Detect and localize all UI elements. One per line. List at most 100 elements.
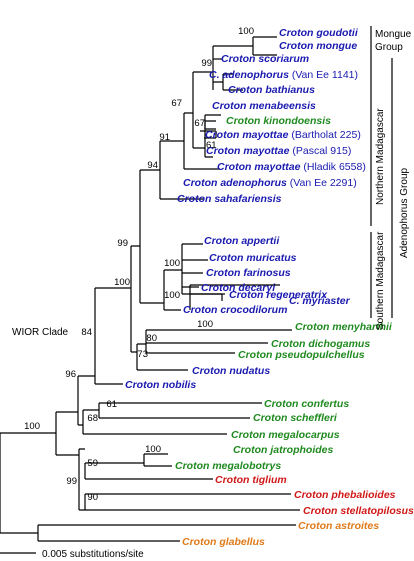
taxon-label: Croton tiglium bbox=[215, 474, 287, 486]
taxon-genus: Croton bbox=[298, 520, 332, 532]
taxon-label: Croton megalobotrys bbox=[175, 460, 281, 472]
taxon-species: confertus bbox=[298, 398, 349, 410]
taxon-label: Croton scoriarum bbox=[221, 53, 309, 65]
taxon-label: C. adenophorus (Van Ee 1141) bbox=[209, 69, 358, 81]
taxon-species: menabeensis bbox=[246, 100, 316, 112]
support-value: 59 bbox=[87, 458, 98, 469]
taxon-label: Croton mayottae (Pascal 915) bbox=[206, 145, 351, 157]
taxon-species: glabellus bbox=[216, 536, 265, 548]
taxon-species: appertii bbox=[238, 235, 280, 247]
taxon-genus: Croton bbox=[215, 474, 249, 486]
taxon-genus: Croton bbox=[206, 145, 240, 157]
tree-branches bbox=[0, 36, 300, 554]
taxon-genus: Croton bbox=[212, 100, 246, 112]
taxon-species: kinondoensis bbox=[260, 115, 331, 127]
taxon-species: nobilis bbox=[159, 379, 196, 391]
taxon-genus: Croton bbox=[221, 53, 255, 65]
taxon-species: dichogamus bbox=[305, 338, 370, 350]
support-value: 100 bbox=[114, 277, 130, 288]
taxon-genus: Croton bbox=[177, 193, 211, 205]
taxon-species: pseudopulchellus bbox=[272, 349, 364, 361]
taxon-genus: Croton bbox=[228, 84, 262, 96]
taxon-genus: Croton bbox=[183, 177, 217, 189]
mongue-group-label: Mongue bbox=[375, 29, 412, 40]
taxon-species: jatrophoides bbox=[267, 444, 333, 456]
taxon-genus: Croton bbox=[125, 379, 159, 391]
support-value: 100 bbox=[24, 421, 40, 432]
taxon-label: Croton farinosus bbox=[206, 267, 291, 279]
northern-madagascar-label: Northern Madagascar bbox=[375, 108, 386, 205]
taxon-species: sahafariensis bbox=[211, 193, 281, 205]
taxon-species: muricatus bbox=[243, 252, 296, 264]
taxon-genus: C. bbox=[209, 69, 220, 81]
taxon-label: Croton crocodilorum bbox=[183, 304, 287, 316]
taxon-genus: Croton bbox=[209, 252, 243, 264]
clade-label: WIOR Clade bbox=[12, 327, 69, 338]
taxon-genus: Croton bbox=[303, 505, 337, 517]
taxon-genus: Croton bbox=[226, 115, 260, 127]
taxon-voucher: (Van Ee 2291) bbox=[287, 177, 357, 189]
taxon-voucher: (Van Ee 1141) bbox=[289, 69, 358, 81]
support-value: 67 bbox=[171, 98, 182, 109]
taxon-label: Croton dichogamus bbox=[271, 338, 370, 350]
taxon-label: Croton astroites bbox=[298, 520, 379, 532]
taxon-label: Croton menabeensis bbox=[212, 100, 316, 112]
taxon-label: Croton menyharthii bbox=[295, 321, 393, 333]
group-brackets bbox=[370, 26, 393, 318]
taxon-species: bathianus bbox=[262, 84, 315, 96]
southern-madagascar-label: Southern Madagascar bbox=[375, 231, 386, 330]
taxon-label: Croton muricatus bbox=[209, 252, 297, 264]
taxon-species: nudatus bbox=[226, 365, 270, 377]
taxon-label: C. myriaster bbox=[289, 295, 351, 307]
support-value: 99 bbox=[117, 238, 128, 249]
support-value: 100 bbox=[145, 444, 161, 455]
taxon-genus: Croton bbox=[264, 398, 298, 410]
taxon-species: megalobotrys bbox=[209, 460, 281, 472]
support-value: 99 bbox=[201, 58, 212, 69]
taxon-label: Croton nobilis bbox=[125, 379, 196, 391]
support-value: 90 bbox=[87, 492, 98, 503]
support-value: 84 bbox=[81, 327, 92, 338]
taxon-label: Croton scheffleri bbox=[253, 412, 338, 424]
support-value: 96 bbox=[65, 369, 76, 380]
taxon-label: Croton jatrophoides bbox=[233, 444, 334, 456]
support-value: 61 bbox=[206, 140, 217, 151]
taxon-species: mayottae bbox=[240, 145, 289, 157]
taxon-label: Croton phebalioides bbox=[294, 489, 396, 501]
taxon-label: Croton mayottae (Hladik 6558) bbox=[217, 161, 366, 173]
taxon-genus: Croton bbox=[253, 412, 287, 424]
taxon-genus: Croton bbox=[233, 444, 267, 456]
support-values: 100 99 67 67 61 91 94 99 100 100 100 80 … bbox=[24, 26, 254, 503]
taxon-species: phebalioides bbox=[328, 489, 395, 501]
taxon-genus: Croton bbox=[205, 129, 239, 141]
taxon-label: Croton adenophorus (Van Ee 2291) bbox=[183, 177, 357, 189]
taxon-species: goudotii bbox=[313, 27, 358, 39]
taxon-species: adenophorus bbox=[217, 177, 287, 189]
taxon-voucher: (Hladik 6558) bbox=[300, 161, 365, 173]
taxon-genus: Croton bbox=[279, 40, 313, 52]
support-value: 99 bbox=[66, 476, 77, 487]
support-value: 100 bbox=[164, 258, 180, 269]
support-value: 73 bbox=[137, 349, 148, 360]
taxon-species: mongue bbox=[313, 40, 357, 52]
taxon-species: tiglium bbox=[249, 474, 286, 486]
taxon-species: adenophorus bbox=[220, 69, 290, 81]
taxon-genus: Croton bbox=[182, 536, 216, 548]
taxon-voucher: (Pascal 915) bbox=[289, 145, 351, 157]
taxon-species: farinosus bbox=[240, 267, 290, 279]
taxon-species: crocodilorum bbox=[217, 304, 287, 316]
taxon-label: Croton nudatus bbox=[192, 365, 270, 377]
mongue-group-label: Group bbox=[375, 42, 403, 53]
support-value: 100 bbox=[238, 26, 254, 37]
taxon-genus: Croton bbox=[217, 161, 251, 173]
taxon-species: myriaster bbox=[300, 295, 351, 307]
support-value: 67 bbox=[194, 118, 205, 129]
taxon-label: Croton goudotii bbox=[279, 27, 359, 39]
taxon-genus: Croton bbox=[175, 460, 209, 472]
taxon-species: regeneratrix bbox=[263, 289, 328, 301]
taxon-genus: Croton bbox=[206, 267, 240, 279]
taxon-genus: Croton bbox=[204, 235, 238, 247]
taxon-genus: Croton bbox=[294, 489, 328, 501]
support-value: 61 bbox=[106, 399, 117, 410]
taxon-label: Croton decaryi bbox=[201, 282, 276, 294]
